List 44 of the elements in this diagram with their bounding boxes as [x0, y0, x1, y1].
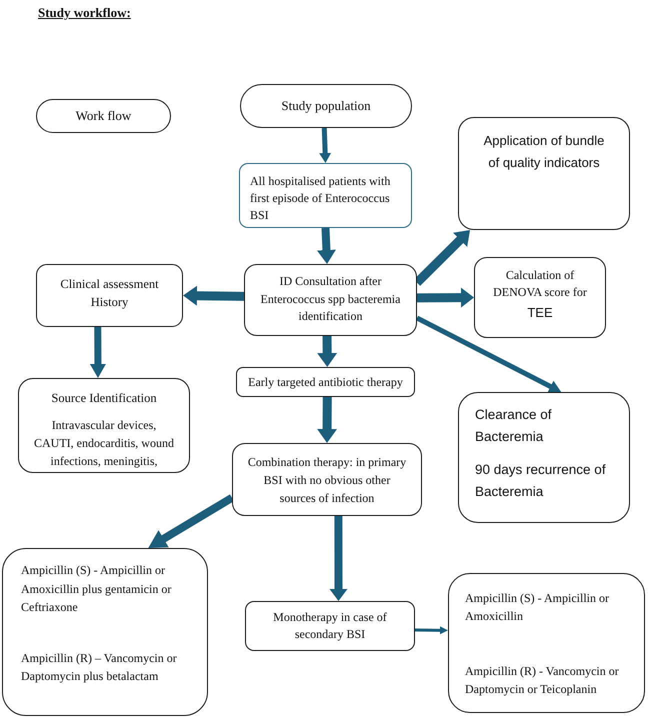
process-box: [245, 601, 415, 651]
arrow: [319, 228, 334, 264]
box-text: ID Consultation after Enterococcus spp bacteremia identification: [260, 273, 402, 325]
box-text: Clinical assessment: [59, 276, 160, 293]
process-box: [36, 264, 183, 327]
process-box: [239, 163, 412, 228]
box-text: TEE: [526, 304, 554, 321]
box-text: Monotherapy in case of secondary BSI: [272, 609, 388, 643]
terminal-pill: [240, 84, 412, 128]
process-box: [458, 392, 630, 523]
process-box: [18, 378, 190, 473]
arrow: [320, 128, 330, 164]
box-text: 90 days recurrence of Bacteremia: [475, 461, 607, 501]
box-text: Clearance of Bacteremia: [475, 406, 553, 446]
box-text: Study population: [280, 98, 372, 114]
box-text: Early targeted antibiotic therapy: [247, 374, 404, 390]
process-box: [448, 573, 645, 713]
box-text: History: [90, 294, 130, 311]
box-heading: Source Identification: [50, 390, 158, 407]
box-text: Ampicillin (R) – Vancomycin or Daptomycin plus betalactam: [21, 650, 178, 685]
box-text: Work flow: [74, 108, 132, 124]
box-text: Ampicillin (S) - Ampicillin or Amoxicillin: [465, 590, 610, 624]
box-text: Intravascular devices, CAUTI, endocarditis, wound infections, meningitis,: [33, 417, 175, 470]
box-text: Ampicillin (R) - Vancomycin or Daptomycin or Teicoplanin: [465, 663, 620, 698]
arrow: [320, 396, 334, 444]
arrow: [182, 288, 244, 303]
process-box: [474, 257, 606, 338]
box-text: Ampicillin (S) - Ampicillin or Amoxicillin plus gentamicin or Ceftriaxone: [21, 562, 172, 616]
process-box: [244, 264, 417, 336]
arrow: [416, 316, 562, 394]
terminal-pill: [36, 99, 171, 133]
arrow: [414, 626, 448, 634]
process-box: [232, 443, 422, 516]
box-text: All hospitalised patients with first episode of Enterococcus BSI: [250, 173, 392, 224]
box-text: Application of bundle of quality indicators: [482, 132, 606, 172]
box-text: Combination therapy: in primary BSI with no obvious other sources of infection: [247, 454, 407, 507]
process-box: [2, 548, 208, 716]
diagram-title: Study workflow:: [38, 5, 131, 21]
process-box: [236, 367, 415, 397]
arrow: [90, 326, 105, 378]
box-text: Calculation of DENOVA score for: [492, 267, 588, 301]
arrow: [320, 336, 334, 368]
arrow: [332, 516, 344, 601]
process-box: [458, 117, 630, 230]
